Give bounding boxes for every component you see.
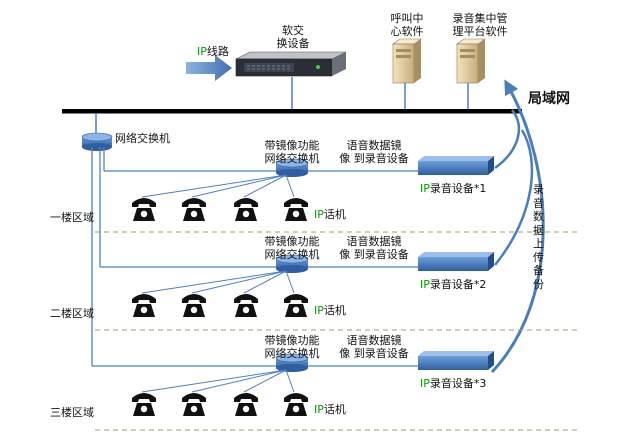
ip-phone-icon xyxy=(132,198,156,221)
network-switch-icon xyxy=(81,132,113,151)
call-center-label: 呼叫中 心软件 xyxy=(385,12,429,38)
ip-recorder-prefix: IP xyxy=(420,182,430,195)
softswitch-server-icon xyxy=(235,51,347,77)
mirror-switch-icon xyxy=(275,158,309,177)
mirror-switch-icon xyxy=(275,353,309,372)
ip-phone-icon xyxy=(182,294,206,317)
mirror-switch-label: 带镜像功能网络交换机 xyxy=(250,235,334,261)
ip-recorder-suffix: 录音设备*2 xyxy=(429,278,487,291)
ip-phone-suffix: 话机 xyxy=(323,208,346,221)
softswitch-label-line2: 换设备 xyxy=(276,37,310,50)
ip-recorder-label: IP录音设备*3 xyxy=(420,377,486,390)
mirror-label-line1: 语音数据镜 xyxy=(346,235,402,248)
ip-line-label: IP线路 xyxy=(197,45,229,58)
ip-recorder-label: IP录音设备*2 xyxy=(420,278,486,291)
ip-line-suffix: 线路 xyxy=(206,45,229,58)
mirror-label-line1: 语音数据镜 xyxy=(346,139,402,152)
call-center-server-icon xyxy=(392,38,422,84)
ip-phone-suffix: 话机 xyxy=(323,304,346,317)
softswitch-label-line1: 软交 xyxy=(282,24,304,37)
ip-recorder-suffix: 录音设备*1 xyxy=(429,182,487,195)
mirror-switch-label: 带镜像功能网络交换机 xyxy=(250,334,334,360)
mirror-switch-label-line1: 带镜像功能 xyxy=(264,235,320,248)
recording-management-label-line1: 录音集中管 xyxy=(452,12,508,25)
ip-recorder-prefix: IP xyxy=(420,377,430,390)
mirror-label: 语音数据镜像 到录音设备 xyxy=(334,235,414,261)
softswitch-label: 软交 换设备 xyxy=(268,24,318,50)
upload-backup-arrow xyxy=(490,79,545,374)
mirror-switch-label-line2: 网络交换机 xyxy=(264,347,320,360)
ip-recorder-prefix: IP xyxy=(420,278,430,291)
floor-label: 三楼区域 xyxy=(50,406,94,419)
call-center-label-line1: 呼叫中 xyxy=(390,12,424,25)
recording-management-label: 录音集中管 理平台软件 xyxy=(445,12,515,38)
mirror-label-line1: 语音数据镜 xyxy=(346,334,402,347)
mirror-switch-label: 带镜像功能网络交换机 xyxy=(250,139,334,165)
ip-phone-label: IP话机 xyxy=(314,208,346,221)
ip-line-prefix: IP xyxy=(197,45,207,58)
mirror-label-line2: 像 到录音设备 xyxy=(339,347,409,360)
ip-phone-icon xyxy=(234,198,258,221)
mirror-switch-label-line2: 网络交换机 xyxy=(264,152,320,165)
mirror-label: 语音数据镜像 到录音设备 xyxy=(334,139,414,165)
lan-label: 局域网 xyxy=(528,91,570,107)
ip-line-arrow xyxy=(186,55,232,81)
recording-management-server-icon xyxy=(456,38,486,84)
ip-recorder-suffix: 录音设备*3 xyxy=(429,377,487,390)
ip-phone-icon xyxy=(132,294,156,317)
floor-label: 二楼区域 xyxy=(50,307,94,320)
ip-phone-icon xyxy=(132,393,156,416)
mirror-label: 语音数据镜像 到录音设备 xyxy=(334,334,414,360)
lan-bus xyxy=(62,109,522,114)
ip-phone-label: IP话机 xyxy=(314,304,346,317)
ip-phone-suffix: 话机 xyxy=(323,403,346,416)
call-center-label-line2: 心软件 xyxy=(390,25,424,38)
ip-recorder-icon xyxy=(418,156,494,175)
ip-phone-label: IP话机 xyxy=(314,403,346,416)
floor-label: 一楼区域 xyxy=(50,211,94,224)
ip-phone-icon xyxy=(284,393,308,416)
ip-phone-icon xyxy=(182,393,206,416)
ip-recorder-icon xyxy=(418,351,494,370)
mirror-label-line2: 像 到录音设备 xyxy=(339,152,409,165)
ip-phone-icon xyxy=(234,393,258,416)
ip-phone-icon xyxy=(284,198,308,221)
mirror-switch-label-line1: 带镜像功能 xyxy=(264,139,320,152)
mirror-label-line2: 像 到录音设备 xyxy=(339,248,409,261)
ip-phone-icon xyxy=(182,198,206,221)
mirror-switch-label-line2: 网络交换机 xyxy=(264,248,320,261)
network-switch-label: 网络交换机 xyxy=(115,132,170,145)
ip-recorder-icon xyxy=(418,252,494,271)
recording-management-label-line2: 理平台软件 xyxy=(452,25,508,38)
ip-phone-prefix: IP xyxy=(314,208,324,221)
mirror-switch-label-line1: 带镜像功能 xyxy=(264,334,320,347)
ip-phone-prefix: IP xyxy=(314,304,324,317)
ip-phone-icon xyxy=(284,294,308,317)
ip-recorder-label: IP录音设备*1 xyxy=(420,182,486,195)
upload-backup-label: 录音数据上传备份 xyxy=(533,183,544,291)
ip-phone-icon xyxy=(234,294,258,317)
ip-phone-prefix: IP xyxy=(314,403,324,416)
